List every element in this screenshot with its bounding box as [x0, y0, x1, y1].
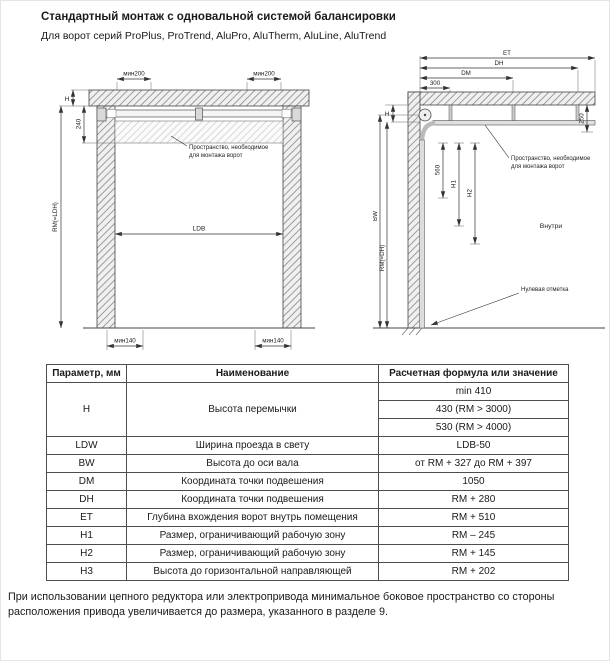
- table-row: BW Высота до оси вала от RM + 327 до RM …: [46, 454, 569, 473]
- dim-h: H: [65, 96, 70, 103]
- name-cell: Размер, ограничивающий рабочую зону: [126, 544, 379, 563]
- annotation-text: для монтажа ворот: [189, 153, 243, 159]
- name-cell: Координата точки подвешения: [126, 472, 379, 491]
- param-cell: H2: [46, 544, 127, 563]
- dim-h: H: [385, 111, 390, 118]
- name-cell: Высота перемычки: [126, 382, 379, 437]
- page-header: Стандартный монтаж с одновальной системо…: [1, 1, 609, 42]
- table-row: DM Координата точки подвешения 1050: [46, 472, 569, 491]
- param-cell: DH: [46, 490, 127, 509]
- value-cell: RM + 280: [378, 490, 569, 509]
- table-row: H3 Высота до горизонтальной направляющей…: [46, 562, 569, 581]
- value-cell: 1050: [378, 472, 569, 491]
- dim-et: ET: [503, 50, 511, 57]
- table-row: H2 Размер, ограничивающий рабочую зону R…: [46, 544, 569, 563]
- dim-rm: RM(=DH): [379, 245, 386, 271]
- dim-rm: RM(=LDH): [52, 202, 59, 232]
- zero-mark-label: Нулевая отметка: [521, 287, 569, 293]
- col-header-param: Параметр, мм: [46, 364, 127, 383]
- page-title: Стандартный монтаж с одновальной системо…: [41, 11, 396, 23]
- table-row: LDW Ширина проезда в свету LDB-50: [46, 436, 569, 455]
- front-dimensions: мин200 мин200 H 240 RM(=LDH) L: [52, 71, 292, 350]
- value-cell: RM + 145: [378, 544, 569, 563]
- value-cell: RM + 202: [378, 562, 569, 581]
- value-cell: 530 (RM > 4000): [378, 418, 569, 437]
- side-dimensions: ET DH DM 300 H BW RM(=DH): [373, 50, 596, 329]
- name-cell: Ширина проезда в свету: [126, 436, 379, 455]
- value-cell: 430 (RM > 3000): [378, 400, 569, 419]
- value-cell: min 410: [378, 382, 569, 401]
- col-header-formula: Расчетная формула или значение: [378, 364, 569, 383]
- dim-min140-left: мин140: [114, 338, 136, 345]
- side-annotations: Пространство, необходимое для монтажа во…: [430, 124, 591, 326]
- annotation-text: Пространство, необходимое: [511, 156, 591, 162]
- diagrams-area: мин200 мин200 H 240 RM(=LDH) L: [49, 48, 609, 360]
- table-row: H Высота перемычки min 410: [46, 382, 569, 437]
- dim-560: 560: [435, 164, 442, 175]
- table-header-row: Параметр, мм Наименование Расчетная форм…: [46, 364, 569, 383]
- dim-bw: BW: [373, 211, 379, 221]
- name-cell: Высота до горизонтальной направляющей: [126, 562, 379, 581]
- value-cell: от RM + 327 до RM + 397: [378, 454, 569, 473]
- front-annotation: Пространство, необходимое для монтажа во…: [170, 135, 269, 159]
- front-view-diagram: мин200 мин200 H 240 RM(=LDH) L: [52, 71, 315, 350]
- param-cell: H: [46, 382, 127, 437]
- name-cell: Глубина вхождения ворот внутрь помещения: [126, 508, 379, 527]
- table-row: ET Глубина вхождения ворот внутрь помеще…: [46, 508, 569, 527]
- value-cell: RM + 510: [378, 508, 569, 527]
- col-header-name: Наименование: [126, 364, 379, 383]
- dim-h1: H1: [451, 179, 458, 187]
- name-cell: Координата точки подвешения: [126, 490, 379, 509]
- dim-dh: DH: [495, 60, 504, 67]
- annotation-text: для монтажа ворот: [511, 164, 565, 170]
- dim-min200-left: мин200: [123, 71, 145, 78]
- dim-250: 250: [579, 113, 586, 124]
- side-structure: [373, 91, 605, 336]
- annotation-text: Пространство, необходимое: [189, 145, 269, 151]
- value-cell: RM – 245: [378, 526, 569, 545]
- footer-note: При использовании цепного редуктора или …: [8, 591, 555, 618]
- param-cell: DM: [46, 472, 127, 491]
- front-structure: [83, 89, 315, 329]
- dim-min140-right: мин140: [262, 338, 284, 345]
- parameters-table: Параметр, мм Наименование Расчетная форм…: [46, 364, 569, 581]
- inside-label: Внутри: [540, 223, 563, 230]
- param-cell: H1: [46, 526, 127, 545]
- dim-300: 300: [430, 80, 441, 87]
- param-cell: LDW: [46, 436, 127, 455]
- param-cell: ET: [46, 508, 127, 527]
- dim-ldb: LDB: [193, 226, 206, 233]
- page-subtitle: Для ворот серий ProPlus, ProTrend, AluPr…: [41, 30, 387, 42]
- dim-240: 240: [76, 118, 83, 129]
- dim-dm: DM: [461, 70, 471, 77]
- name-cell: Размер, ограничивающий рабочую зону: [126, 526, 379, 545]
- table-row: DH Координата точки подвешения RM + 280: [46, 490, 569, 509]
- table-row: H1 Размер, ограничивающий рабочую зону R…: [46, 526, 569, 545]
- param-cell: BW: [46, 454, 127, 473]
- side-view-diagram: ET DH DM 300 H BW RM(=DH): [373, 50, 605, 336]
- dim-h2: H2: [467, 188, 474, 196]
- name-cell: Высота до оси вала: [126, 454, 379, 473]
- param-cell: H3: [46, 562, 127, 581]
- dim-min200-right: мин200: [253, 71, 275, 78]
- value-cell: LDB-50: [378, 436, 569, 455]
